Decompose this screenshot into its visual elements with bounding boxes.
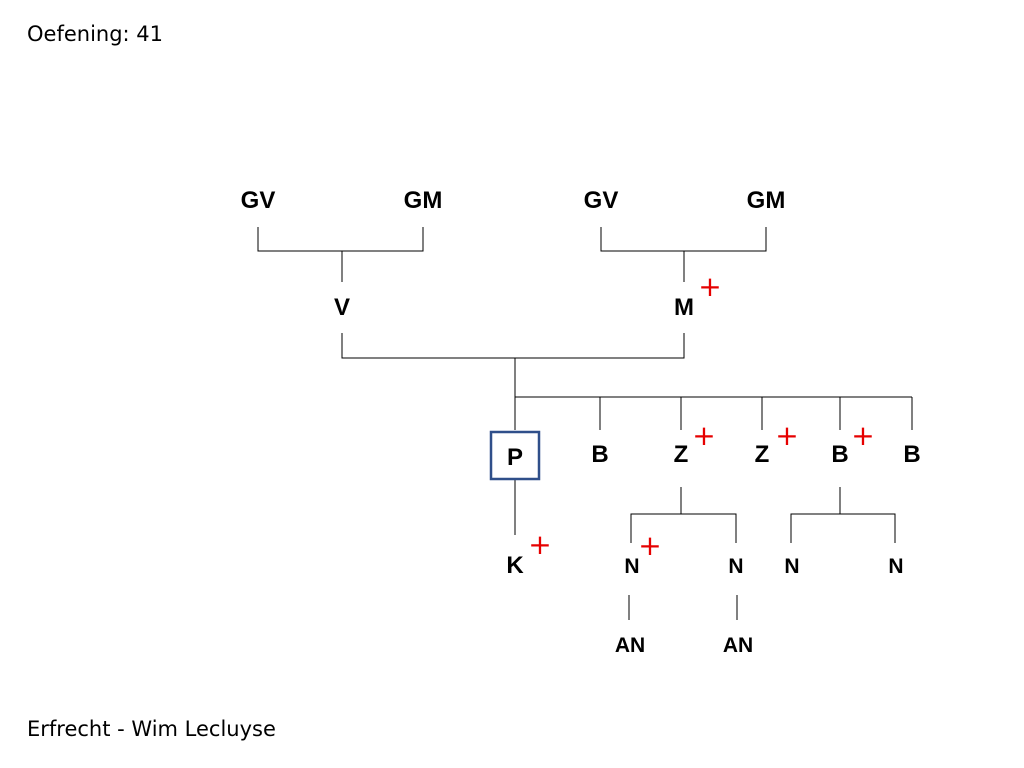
node-grandfather-maternal: GV: [584, 187, 619, 214]
slide-title: Oefening: 41: [27, 22, 164, 46]
node-father: V: [334, 294, 350, 321]
node-sister-2: Z: [755, 441, 770, 468]
node-niece-4: N: [888, 555, 903, 578]
slide-footer: Erfrecht - Wim Lecluyse: [27, 717, 276, 741]
deceased-mark-brother-2: +: [851, 419, 874, 452]
connector-parents: [341, 333, 685, 430]
deceased-mark-mother: +: [698, 270, 721, 303]
node-brother-3: B: [903, 441, 920, 468]
node-mother: M: [674, 294, 694, 321]
node-person: P: [507, 444, 523, 471]
node-brother-2: B: [831, 441, 848, 468]
node-child: K: [506, 552, 524, 579]
connector-lines: [257, 227, 913, 620]
deceased-mark-sister-2: +: [775, 419, 798, 452]
deceased-markers: + + + + + +: [528, 270, 874, 562]
node-niece-1: N: [624, 555, 639, 578]
node-brother-1: B: [591, 441, 608, 468]
node-grandmother-paternal: GM: [404, 187, 443, 214]
node-niece-2: N: [728, 555, 743, 578]
connector-brother-children: [790, 487, 896, 543]
deceased-mark-child: +: [528, 528, 551, 561]
deceased-mark-niece-1: +: [638, 529, 661, 562]
node-niece-3: N: [784, 555, 799, 578]
node-sister-1: Z: [674, 441, 689, 468]
node-grandniece-2: AN: [723, 634, 753, 657]
person-focus-box: [489, 430, 541, 481]
connector-maternal-grandparents: [600, 227, 767, 282]
connector-paternal-grandparents: [257, 227, 424, 282]
connector-siblings: [515, 396, 913, 430]
node-grandmother-maternal: GM: [747, 187, 786, 214]
deceased-mark-sister-1: +: [692, 419, 715, 452]
node-grandniece-1: AN: [615, 634, 645, 657]
node-grandfather-paternal: GV: [241, 187, 276, 214]
connector-sister-children: [630, 487, 737, 543]
